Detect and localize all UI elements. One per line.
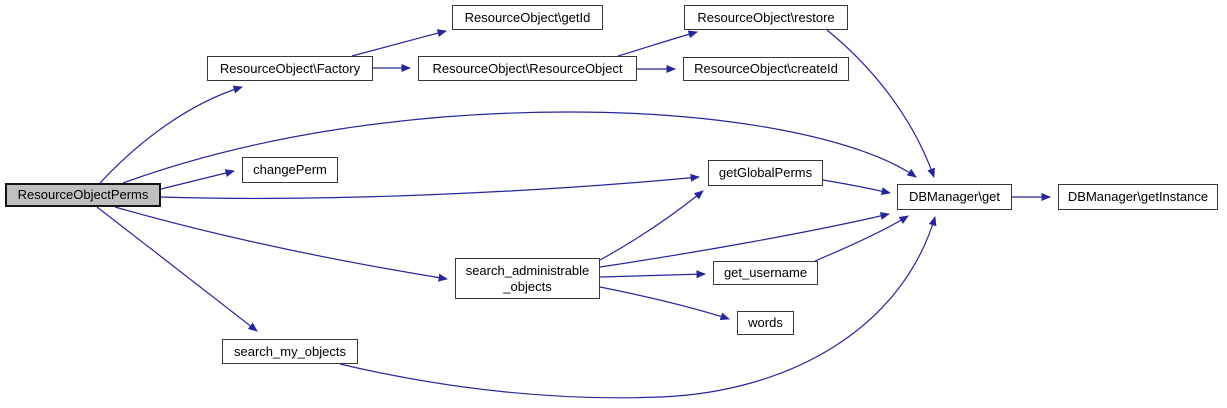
edge-resourceobject-to-restore — [617, 30, 698, 57]
node-label: ResourceObject\ResourceObject — [432, 60, 623, 76]
graph-node-getid[interactable]: ResourceObject\getId — [452, 5, 603, 30]
graph-node-searchmy[interactable]: search_my_objects — [222, 339, 358, 364]
node-label: get_username — [723, 265, 808, 280]
node-label: ResourceObject\createId — [694, 61, 838, 76]
edge-getglobalperms-to-dbget — [822, 179, 891, 196]
graph-node-getglobalperms[interactable]: getGlobalPerms — [708, 160, 823, 186]
edge-getusername-to-dbget — [814, 215, 909, 262]
graph-node-perms: ResourceObjectPerms — [5, 183, 161, 207]
node-label: ResourceObject\Factory — [219, 60, 361, 76]
edge-perms-to-changeperm — [160, 169, 235, 190]
node-label: ResourceObject\getId — [464, 9, 591, 25]
edge-searchadmin-to-getusername — [599, 270, 706, 279]
node-label: DBManager\get — [908, 189, 1001, 204]
node-label: getGlobalPerms — [718, 165, 813, 180]
graph-node-restore[interactable]: ResourceObject\restore — [684, 5, 848, 30]
edge-perms-to-factory — [99, 85, 243, 184]
node-label: DBManager\getInstance — [1067, 189, 1209, 204]
edge-searchadmin-to-words — [599, 286, 730, 321]
graph-node-createid[interactable]: ResourceObject\createId — [683, 57, 849, 81]
edge-perms-to-getglobalperms — [160, 173, 700, 199]
graph-node-changeperm[interactable]: changePerm — [242, 157, 338, 183]
edge-restore-to-dbget — [826, 29, 935, 178]
graph-node-dbget[interactable]: DBManager\get — [897, 184, 1012, 210]
node-label: search_administrable _objects — [465, 262, 590, 294]
node-label: search_my_objects — [234, 343, 346, 359]
node-label: ResourceObjectPerms — [17, 187, 149, 202]
graph-node-dbgetinstance[interactable]: DBManager\getInstance — [1058, 184, 1218, 210]
node-label: changePerm — [253, 162, 327, 177]
graph-node-getusername[interactable]: get_username — [713, 261, 818, 285]
edge-perms-to-dbget — [122, 111, 917, 184]
edge-perms-to-searchadmin — [114, 206, 448, 282]
edge-searchadmin-to-getglobalperms — [599, 190, 704, 261]
edge-searchadmin-to-dbget — [599, 212, 890, 268]
edge-factory-to-getid — [351, 29, 447, 57]
graph-node-searchadmin[interactable]: search_administrable _objects — [455, 258, 600, 299]
graph-node-factory[interactable]: ResourceObject\Factory — [207, 56, 373, 81]
edge-searchmy-to-dbget — [339, 216, 937, 399]
graph-node-words[interactable]: words — [737, 311, 794, 335]
graph-node-resourceobject[interactable]: ResourceObject\ResourceObject — [418, 56, 637, 81]
node-label: ResourceObject\restore — [697, 9, 835, 25]
node-label: words — [748, 315, 783, 330]
edge-perms-to-searchmy — [96, 206, 258, 332]
